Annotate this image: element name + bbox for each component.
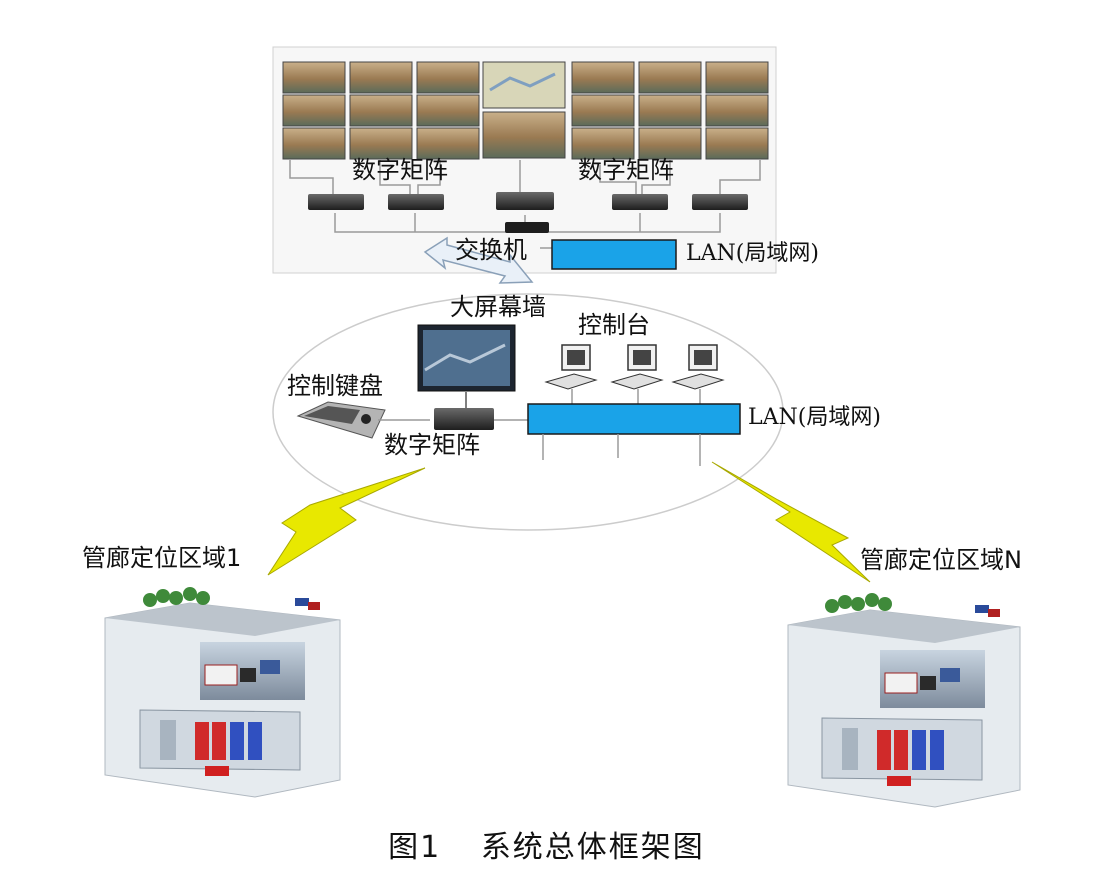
figure-title: 系统总体框架图 (480, 830, 705, 865)
pc-drop-lines (571, 389, 701, 404)
pipe-gallery-zone-n-image (787, 593, 1021, 808)
video-wall-cabling (289, 160, 761, 249)
matrix-units-top (308, 192, 748, 210)
console-pc-icon-3 (671, 344, 725, 390)
label-zone-1: 管廊定位区域1 (82, 544, 242, 572)
big-screen-monitor-icon (417, 324, 516, 392)
label-matrix-top-left: 数字矩阵 (352, 156, 448, 184)
video-wall-panel (272, 46, 777, 274)
wireless-link-right-icon (711, 461, 871, 583)
lan-drop-lines (542, 434, 701, 466)
double-arrow-icon (423, 236, 534, 284)
pipe-gallery-zone-1-image (104, 587, 341, 798)
console-pc-icon-1 (544, 344, 598, 390)
label-console: 控制台 (578, 311, 650, 339)
label-zone-n: 管廊定位区域N (860, 546, 1022, 574)
label-lan-top: LAN(局域网) (686, 241, 819, 266)
control-keyboard-icon (296, 401, 386, 439)
lan-bar-center (527, 403, 741, 435)
label-switch: 交换机 (455, 236, 527, 264)
label-matrix-top-right: 数字矩阵 (578, 156, 674, 184)
label-matrix-center: 数字矩阵 (384, 431, 480, 459)
matrix-device-center-icon (434, 392, 494, 430)
figure-number: 图1 (388, 830, 442, 865)
network-zone-ellipse (272, 293, 784, 531)
label-big-screen-wall: 大屏幕墙 (450, 293, 546, 321)
figure-caption: 图1 系统总体框架图 (0, 822, 1093, 866)
lan-bar-top (551, 239, 677, 270)
switch-device (505, 222, 549, 233)
console-pc-icon-2 (610, 344, 664, 390)
wireless-link-left-icon (267, 467, 426, 576)
label-lan-center: LAN(局域网) (748, 405, 881, 430)
video-wall-screens (282, 61, 769, 160)
label-control-keyboard: 控制键盘 (287, 372, 383, 400)
